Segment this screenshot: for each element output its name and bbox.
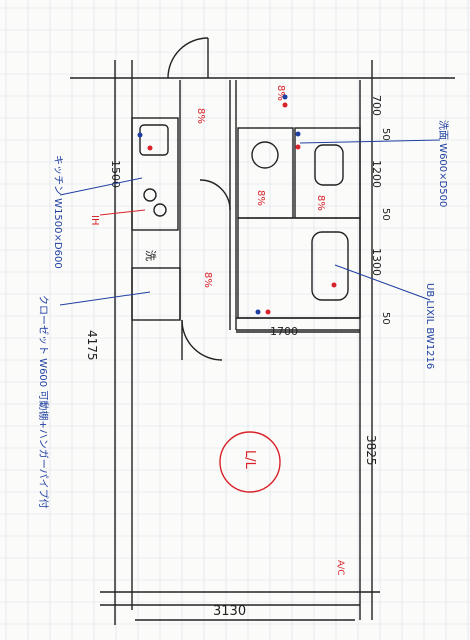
- ph-mark-2: 8%: [255, 190, 266, 206]
- dim-mark-2: 50: [380, 208, 391, 221]
- dot-4: [282, 102, 288, 108]
- note-closet: クローゼット W600 可動棚+ハンガーパイプ付: [37, 295, 50, 509]
- sink-outline: [139, 124, 169, 156]
- note-washstand: 洗面 W600×D500: [437, 120, 449, 207]
- dot-1: [137, 132, 143, 138]
- dim-wash-top: 700: [370, 95, 383, 116]
- label-ac: A/C: [335, 560, 345, 575]
- wash-door-arc: [199, 179, 231, 211]
- leader-kitchen: [59, 177, 143, 196]
- dot-2: [147, 145, 153, 151]
- label-ldk: L/L: [242, 450, 257, 470]
- dot-6: [295, 144, 301, 150]
- toilet-bowl: [314, 144, 344, 186]
- note-bath: UB LIXIL BW1216: [424, 283, 435, 369]
- room-door-arc: [181, 319, 223, 361]
- dim-mark-1: 50: [380, 128, 391, 141]
- note-kitchen: キッチン W1500×D600: [52, 155, 64, 269]
- annotation-leaders: [59, 139, 441, 306]
- ph-mark-1: 8%: [195, 108, 206, 124]
- dim-right-lower: 3825: [364, 435, 378, 466]
- dim-bath-height: 1300: [370, 248, 383, 276]
- dim-hall-width: 1700: [270, 325, 298, 338]
- ldk-circle: [219, 431, 281, 493]
- leader-wash: [299, 139, 441, 144]
- dot-9: [331, 282, 337, 288]
- dot-3: [282, 94, 288, 100]
- dim-left-total: 4175: [85, 330, 99, 361]
- dim-width-bottom: 3130: [213, 604, 246, 619]
- label-kitchen: 洗: [144, 250, 157, 261]
- outlet-dots: [137, 94, 337, 315]
- ph-mark-4: 8%: [202, 272, 213, 288]
- wall-lines: [70, 37, 455, 625]
- dim-mark-3: 50: [380, 312, 391, 325]
- ph-mark-5: 8%: [275, 85, 286, 101]
- label-ih: IH: [89, 215, 100, 225]
- stove-burner-2: [153, 203, 167, 217]
- stove-burner-1: [143, 188, 157, 202]
- dot-7: [255, 309, 261, 315]
- ph-mark-3: 8%: [315, 195, 326, 211]
- leader-closet: [59, 291, 151, 306]
- closet-box: [131, 267, 181, 321]
- entry-door-arc: [167, 37, 209, 79]
- dim-wash-height: 1200: [370, 160, 383, 188]
- bathtub: [311, 231, 349, 301]
- dot-5: [295, 131, 301, 137]
- kitchen-counter: [131, 117, 179, 231]
- dot-8: [265, 309, 271, 315]
- washbasin: [251, 141, 279, 169]
- dim-kitchen-width: 1500: [109, 160, 122, 188]
- leader-bath: [334, 264, 431, 301]
- leader-ih: [99, 209, 146, 216]
